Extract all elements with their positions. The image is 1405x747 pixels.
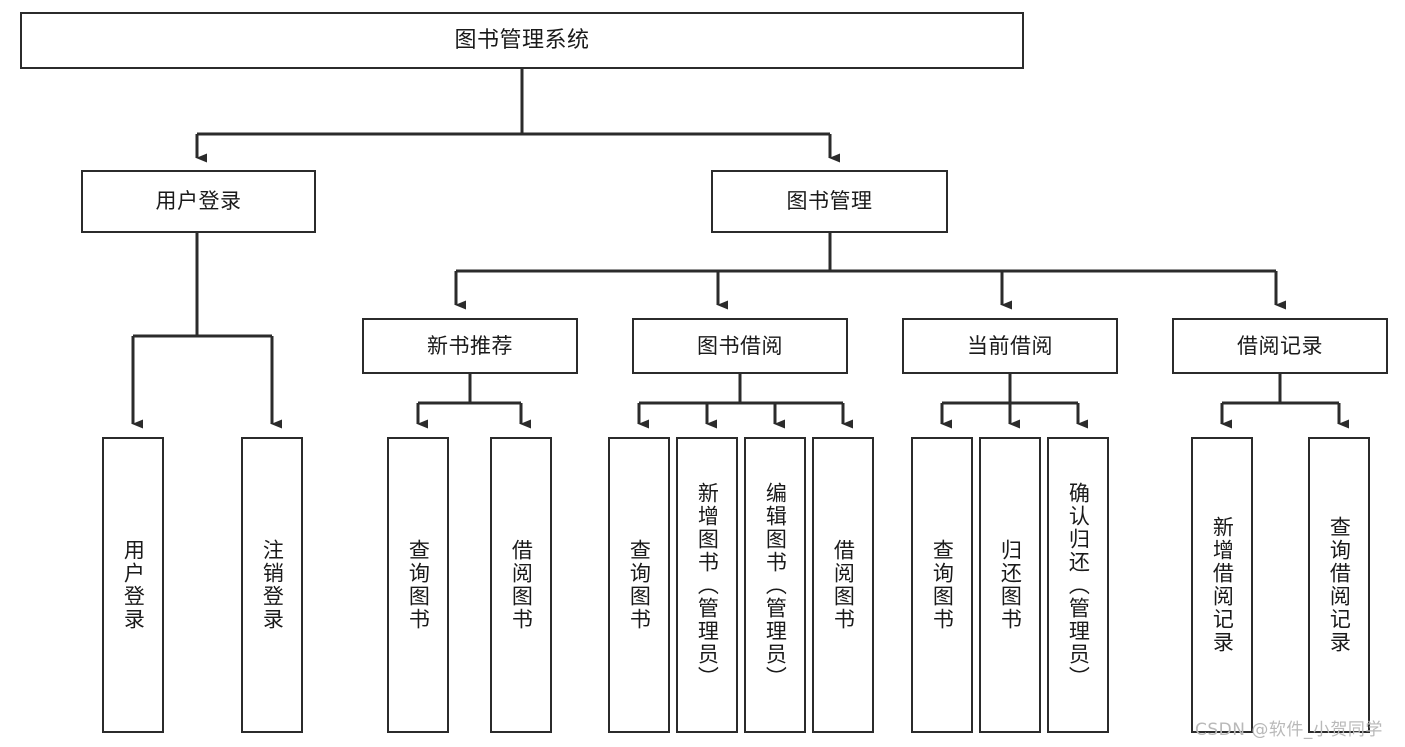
- node-user-login[interactable]: 用户登录: [81, 170, 316, 233]
- node-leaf-bb-add-book-label: 新增图书（管理员）: [695, 481, 720, 689]
- node-leaf-cb-confirm-return-label: 确认归还（管理员）: [1066, 481, 1091, 689]
- node-user-login-label: 用户登录: [155, 189, 242, 214]
- node-borrow-record[interactable]: 借阅记录: [1172, 318, 1388, 374]
- node-book-borrow-label: 图书借阅: [697, 333, 783, 358]
- node-leaf-cb-confirm-return[interactable]: 确认归还（管理员）: [1047, 437, 1109, 733]
- node-root-system-label: 图书管理系统: [454, 27, 590, 53]
- node-leaf-br-add-record-label: 新增借阅记录: [1210, 516, 1235, 654]
- node-leaf-cb-return-book-label: 归还图书: [998, 539, 1023, 631]
- node-root-system[interactable]: 图书管理系统: [20, 12, 1024, 69]
- node-leaf-br-query-record[interactable]: 查询借阅记录: [1308, 437, 1370, 733]
- node-new-book-recommend-label: 新书推荐: [427, 333, 513, 358]
- node-leaf-bb-query-book-label: 查询图书: [627, 539, 652, 631]
- node-leaf-bb-query-book[interactable]: 查询图书: [608, 437, 670, 733]
- node-leaf-user-login[interactable]: 用户登录: [102, 437, 164, 733]
- csdn-watermark: CSDN @软件_小贺同学: [1195, 720, 1383, 740]
- node-current-borrow-label: 当前借阅: [967, 333, 1053, 358]
- node-leaf-nb-borrow-book[interactable]: 借阅图书: [490, 437, 552, 733]
- node-new-book-recommend[interactable]: 新书推荐: [362, 318, 578, 374]
- node-leaf-bb-borrow-book-label: 借阅图书: [831, 539, 856, 631]
- node-leaf-cb-query-book[interactable]: 查询图书: [911, 437, 973, 733]
- node-leaf-nb-query-book[interactable]: 查询图书: [387, 437, 449, 733]
- node-leaf-nb-borrow-book-label: 借阅图书: [509, 539, 534, 631]
- node-leaf-bb-add-book[interactable]: 新增图书（管理员）: [676, 437, 738, 733]
- node-leaf-br-add-record[interactable]: 新增借阅记录: [1191, 437, 1253, 733]
- node-leaf-bb-borrow-book[interactable]: 借阅图书: [812, 437, 874, 733]
- node-leaf-bb-edit-book[interactable]: 编辑图书（管理员）: [744, 437, 806, 733]
- node-leaf-user-login-label: 用户登录: [121, 539, 146, 631]
- node-leaf-cb-return-book[interactable]: 归还图书: [979, 437, 1041, 733]
- node-leaf-br-query-record-label: 查询借阅记录: [1327, 516, 1352, 654]
- node-borrow-record-label: 借阅记录: [1237, 333, 1323, 358]
- node-leaf-logout-label: 注销登录: [260, 539, 285, 631]
- node-book-management-label: 图书管理: [786, 189, 873, 214]
- node-leaf-nb-query-book-label: 查询图书: [406, 539, 431, 631]
- node-leaf-cb-query-book-label: 查询图书: [930, 539, 955, 631]
- node-leaf-logout[interactable]: 注销登录: [241, 437, 303, 733]
- node-book-borrow[interactable]: 图书借阅: [632, 318, 848, 374]
- node-leaf-bb-edit-book-label: 编辑图书（管理员）: [763, 481, 788, 689]
- node-current-borrow[interactable]: 当前借阅: [902, 318, 1118, 374]
- node-book-management[interactable]: 图书管理: [711, 170, 948, 233]
